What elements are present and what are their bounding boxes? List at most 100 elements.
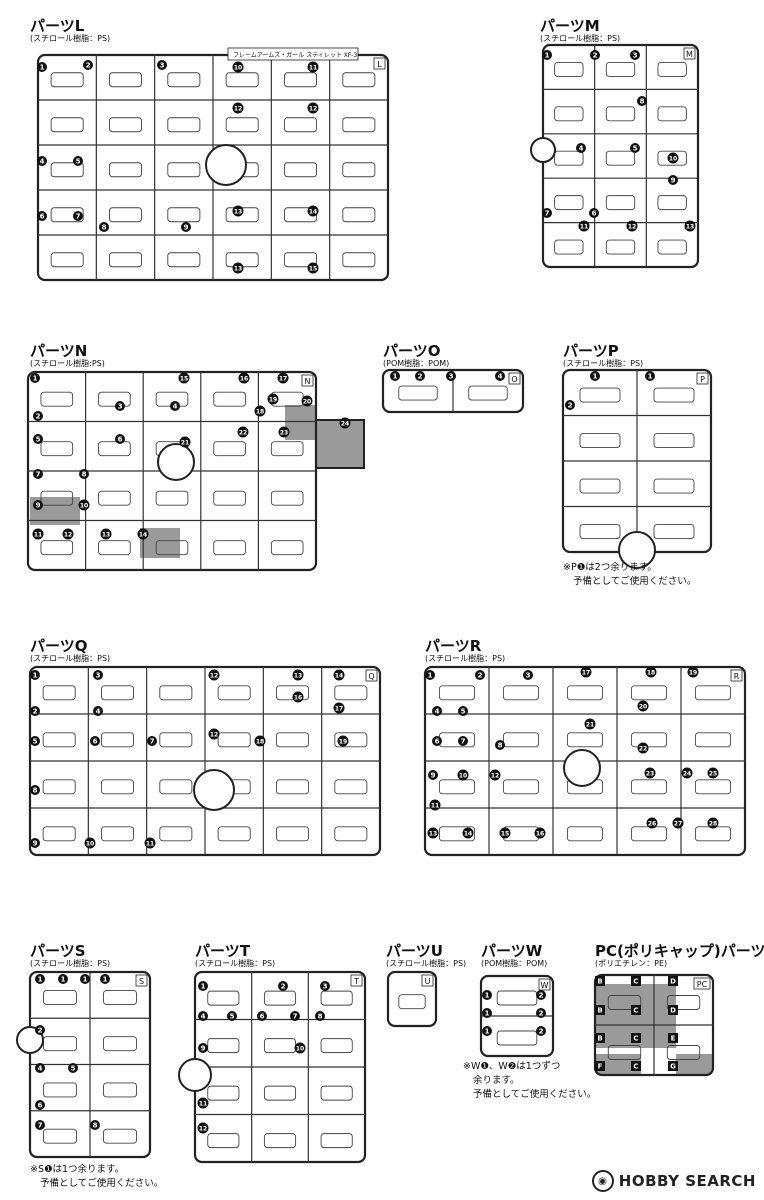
part-number-marker (35, 1025, 45, 1035)
part-number-label: 3 (323, 983, 328, 991)
part-outline (438, 779, 476, 795)
part-number-label: 2 (418, 373, 423, 381)
part-number-label: 8 (318, 1013, 323, 1021)
part-number-marker (429, 799, 441, 811)
note-w-line: 予備としてご使用ください。 (473, 1089, 597, 1100)
part-number-label: 9 (36, 502, 41, 510)
part-number-marker (37, 62, 47, 72)
part-outline (159, 826, 193, 842)
part-outline (263, 1133, 297, 1149)
part-number-label: 7 (150, 738, 155, 746)
part-number-label: 10 (86, 841, 94, 848)
part-number-label: 12 (210, 673, 218, 680)
part-number-marker (100, 528, 112, 540)
part-number-marker (425, 670, 435, 680)
part-outline (207, 990, 240, 1006)
part-number-label: 17 (335, 706, 343, 713)
hobby-search-logo-icon: ◉ (591, 1170, 614, 1192)
runner-corner-tag (421, 974, 434, 987)
part-number-marker (565, 400, 575, 410)
sprue-title-q: パーツQ (30, 637, 88, 655)
runner-cutout (157, 443, 195, 481)
sprue-material-r: (スチロール樹脂：PS) (425, 654, 506, 663)
part-number-marker (301, 395, 313, 407)
part-outline (579, 387, 621, 403)
runner-name-tag (227, 47, 359, 61)
part-outline (167, 117, 201, 133)
runner-corner-tag (696, 372, 709, 385)
part-number-label: 5 (76, 158, 81, 166)
part-number-label: 4 (498, 373, 503, 381)
runner-corner-letter: W (541, 981, 549, 990)
part-outline (579, 433, 621, 448)
part-outline (653, 433, 695, 448)
part-number-marker (339, 417, 351, 429)
part-number-label: 1 (393, 373, 398, 381)
part-letter-marker (668, 976, 678, 986)
part-number-label: 6 (260, 1013, 265, 1021)
sprue-title-s: パーツS (30, 942, 86, 960)
part-number-marker (482, 990, 492, 1000)
part-number-label: C (633, 978, 638, 986)
runner-corner-letter: S (139, 977, 144, 986)
part-outline (101, 685, 134, 701)
part-number-label: 6 (435, 738, 440, 746)
part-number-marker (137, 528, 149, 540)
part-number-marker (626, 220, 638, 232)
part-number-marker (290, 1011, 300, 1021)
part-number-marker (99, 222, 109, 232)
part-number-marker (415, 371, 425, 381)
part-number-marker (707, 767, 719, 779)
runner-corner-letter: U (425, 977, 431, 986)
part-number-marker (390, 371, 400, 381)
part-letter-marker (595, 1061, 605, 1071)
part-outline (342, 72, 376, 88)
part-number-marker (232, 262, 244, 274)
part-outline (43, 1082, 77, 1098)
part-outline (109, 72, 142, 88)
part-number-marker (254, 405, 266, 417)
part-outline (496, 1030, 538, 1046)
part-number-label: 17 (582, 670, 590, 677)
part-outline (342, 252, 376, 268)
part-outline (284, 252, 317, 268)
part-number-label: 3 (160, 62, 165, 70)
part-number-marker (462, 827, 474, 839)
part-number-label: B (597, 1007, 602, 1015)
part-number-label: 3 (118, 403, 123, 411)
part-number-label: 3 (449, 373, 454, 381)
part-number-marker (62, 528, 74, 540)
part-letter-marker (595, 1005, 605, 1015)
part-number-label: 7 (36, 471, 41, 479)
part-number-marker (115, 401, 125, 411)
part-number-marker (495, 740, 505, 750)
part-number-label: 19 (269, 397, 277, 404)
part-number-label: 6 (40, 213, 45, 221)
part-outline (217, 732, 251, 748)
sprue-material-n: (スチロール樹脂:PS) (30, 359, 105, 368)
part-number-label: 5 (633, 145, 638, 153)
part-number-label: 2 (539, 1010, 544, 1018)
part-outline (334, 779, 368, 795)
part-number-label: 1 (33, 375, 38, 383)
part-number-marker (35, 1063, 45, 1073)
watermark-text: HOBBY SEARCH (618, 1172, 756, 1190)
part-number-label: 9 (431, 772, 436, 780)
part-number-label: 11 (199, 1101, 207, 1108)
part-outline (109, 162, 142, 178)
part-outline (694, 779, 732, 795)
shaded-part-area (676, 1054, 712, 1074)
note-w-line: 余ります。 (473, 1075, 520, 1086)
part-number-label: 3 (633, 52, 638, 60)
part-outline (605, 239, 636, 255)
sprue-material-q: (スチロール樹脂：PS) (30, 654, 111, 663)
part-number-marker (672, 817, 684, 829)
part-number-marker (667, 152, 679, 164)
part-outline (167, 162, 201, 178)
runner-corner-letter: T (353, 977, 359, 986)
part-number-label: 14 (309, 209, 317, 216)
part-outline (342, 162, 376, 178)
